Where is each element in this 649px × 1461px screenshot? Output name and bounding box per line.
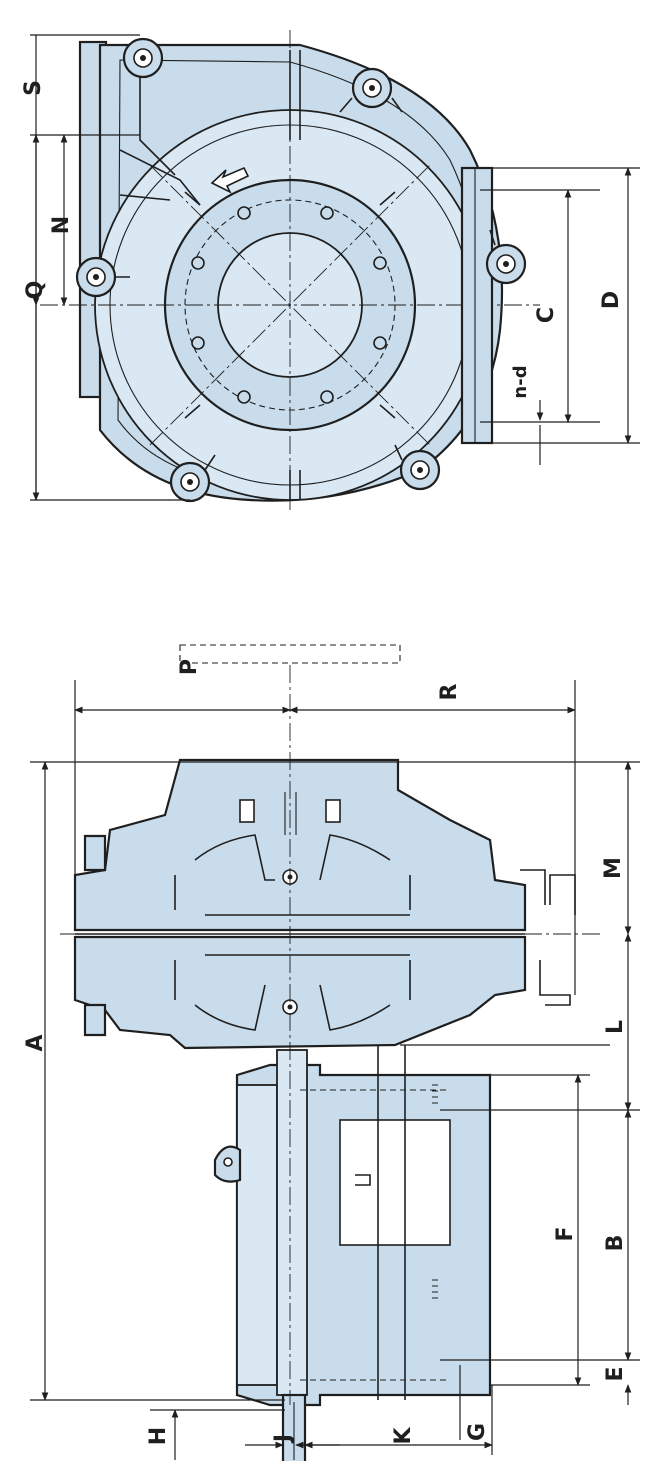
pump-assembly-side-view (60, 665, 600, 1461)
label-C: C (534, 307, 559, 323)
label-Q: Q (23, 281, 48, 300)
flange-bolt-holes (191, 206, 387, 404)
cover-plate (73, 935, 527, 1050)
label-L: L (603, 1020, 628, 1034)
casing-bolt-bosses (75, 37, 527, 503)
side-view-dimensions (30, 680, 640, 1460)
dashed-rectangle (179, 644, 401, 664)
label-F: F (553, 1226, 578, 1241)
casing-foot (460, 166, 494, 445)
label-E: E (603, 1366, 628, 1381)
label-N: N (49, 216, 74, 234)
label-K: K (391, 1427, 416, 1445)
label-A: A (23, 1034, 48, 1051)
label-J: J (271, 1434, 296, 1444)
label-P: P (177, 659, 202, 675)
bearing-window (339, 1119, 451, 1246)
top-view-dimensions (30, 34, 640, 501)
label-n-d: n-d (510, 365, 531, 398)
label-G: G (465, 1423, 490, 1441)
label-B: B (603, 1235, 628, 1252)
casing-end-view (40, 30, 540, 510)
label-M: M (601, 857, 626, 879)
frame-plate (73, 758, 527, 932)
label-H: H (146, 1427, 171, 1445)
label-R: R (437, 683, 462, 700)
top-view-labels: S N Q C D n-d (21, 80, 624, 399)
bearing-cap (236, 1084, 278, 1386)
label-D: D (599, 291, 624, 309)
bearing-column (276, 1049, 308, 1396)
rotation-arrow (210, 166, 250, 194)
side-view-labels: P R A M L B F E G H K J (23, 659, 628, 1445)
label-S: S (21, 80, 46, 96)
